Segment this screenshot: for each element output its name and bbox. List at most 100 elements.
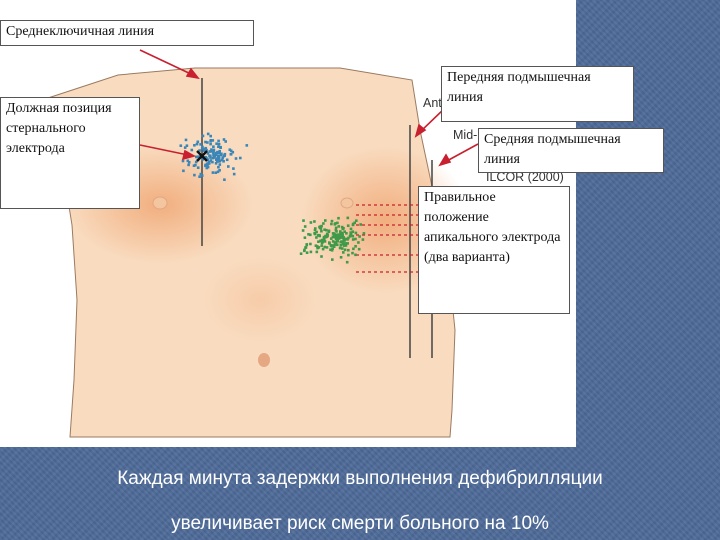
electrode-dot	[317, 246, 321, 249]
pointer-arrows	[139, 49, 479, 167]
electrode-dot	[332, 244, 336, 247]
electrode-dot	[314, 227, 317, 230]
electrode-dot	[334, 243, 338, 246]
electrode-dot	[239, 156, 242, 160]
electrode-dot	[218, 163, 222, 166]
left-nipple	[152, 196, 168, 210]
label-midclavicular-line: Среднеключичная линия	[0, 20, 254, 46]
electrode-dot	[205, 157, 209, 160]
electrode-dot	[336, 233, 340, 237]
electrode-dot	[315, 230, 318, 234]
electrode-dot	[361, 238, 365, 241]
electrode-dot	[215, 160, 219, 163]
electrode-dot	[330, 249, 334, 252]
electrode-dot	[336, 243, 339, 247]
electrode-dot	[330, 219, 334, 223]
electrode-dot	[357, 241, 360, 244]
electrode-dot	[332, 232, 336, 235]
electrode-dot	[333, 234, 336, 238]
electrode-dot	[193, 144, 196, 147]
electrode-dot	[325, 232, 329, 236]
electrode-dot	[200, 147, 204, 150]
electrode-dot	[211, 171, 215, 174]
electrode-dot	[194, 163, 197, 167]
electrode-dot	[190, 148, 194, 152]
label-mid-axillary-line: Средняя подмышечная линия	[478, 128, 664, 173]
electrode-dot	[218, 159, 222, 163]
electrode-dot	[343, 239, 346, 242]
apical-dashed-markers	[356, 204, 418, 273]
electrode-dot	[343, 230, 346, 233]
electrode-dot	[343, 248, 347, 252]
electrode-dot	[327, 230, 331, 234]
electrode-dot	[347, 248, 350, 252]
electrode-dot	[313, 228, 317, 232]
electrode-dot	[349, 227, 353, 231]
electrode-dot	[195, 155, 198, 159]
electrode-dot	[186, 159, 190, 163]
electrode-dot	[315, 250, 319, 254]
electrode-dot	[304, 246, 307, 249]
electrode-dot	[347, 253, 350, 257]
electrode-dot	[228, 148, 232, 151]
electrode-dot	[307, 233, 310, 236]
electrode-dot	[212, 155, 216, 158]
right-nipple	[340, 197, 354, 209]
electrode-dot	[354, 237, 357, 241]
electrode-dot	[340, 236, 343, 239]
electrode-dot	[232, 172, 236, 176]
electrode-dot	[339, 230, 342, 233]
electrode-dot	[206, 152, 210, 155]
navel	[258, 353, 270, 367]
electrode-dot	[351, 234, 355, 238]
electrode-dot	[351, 223, 355, 227]
electrode-dot	[309, 250, 313, 254]
electrode-dot	[337, 237, 340, 240]
electrode-dot	[320, 229, 323, 233]
electrode-dot	[334, 228, 338, 232]
electrode-dot	[199, 172, 203, 176]
electrode-dot	[212, 148, 216, 152]
electrode-dot	[313, 220, 316, 223]
electrode-dot	[305, 243, 308, 247]
apical-electrode-dots	[299, 216, 366, 264]
electrode-dot	[206, 141, 209, 144]
electrode-dot	[182, 169, 185, 173]
electrode-dot	[355, 219, 358, 222]
electrode-dot	[217, 165, 220, 169]
electrode-dot	[339, 240, 342, 244]
electrode-dot	[303, 236, 307, 239]
electrode-dot	[346, 216, 350, 220]
diagram-panel: Ant Mid- ILCOR (2000) Среднеключичная ли…	[0, 0, 664, 447]
electrode-dot	[331, 240, 335, 243]
electrode-dot	[322, 222, 325, 225]
electrode-dot	[345, 232, 348, 235]
caption-line-1: Каждая минута задержки выполнения дефибр…	[117, 468, 603, 489]
electrode-dot	[196, 166, 200, 169]
electrode-dot	[351, 238, 355, 241]
electrode-dot	[199, 143, 202, 146]
electrode-dot	[202, 149, 206, 152]
electrode-dot	[208, 154, 211, 158]
electrode-dot	[206, 132, 210, 136]
electrode-dot	[209, 150, 213, 153]
electrode-dot	[187, 163, 190, 167]
electrode-dot	[317, 240, 320, 243]
electrode-dot	[313, 232, 316, 235]
electrode-dot	[212, 145, 215, 148]
electrode-dot	[338, 234, 342, 238]
electrode-dot	[314, 244, 318, 247]
electrode-dot	[194, 160, 198, 164]
electrode-dot	[335, 230, 338, 233]
electrode-dot	[221, 156, 224, 159]
lower-shading	[200, 255, 320, 345]
electrode-dot	[217, 145, 220, 148]
electrode-dot	[346, 242, 349, 245]
electrode-dot	[320, 255, 323, 258]
electrode-dot	[339, 243, 343, 247]
electrode-dot	[184, 138, 188, 142]
electrode-dot	[216, 170, 220, 174]
electrode-dot	[329, 244, 333, 247]
electrode-dot	[309, 221, 313, 224]
electrode-dot	[319, 227, 323, 230]
